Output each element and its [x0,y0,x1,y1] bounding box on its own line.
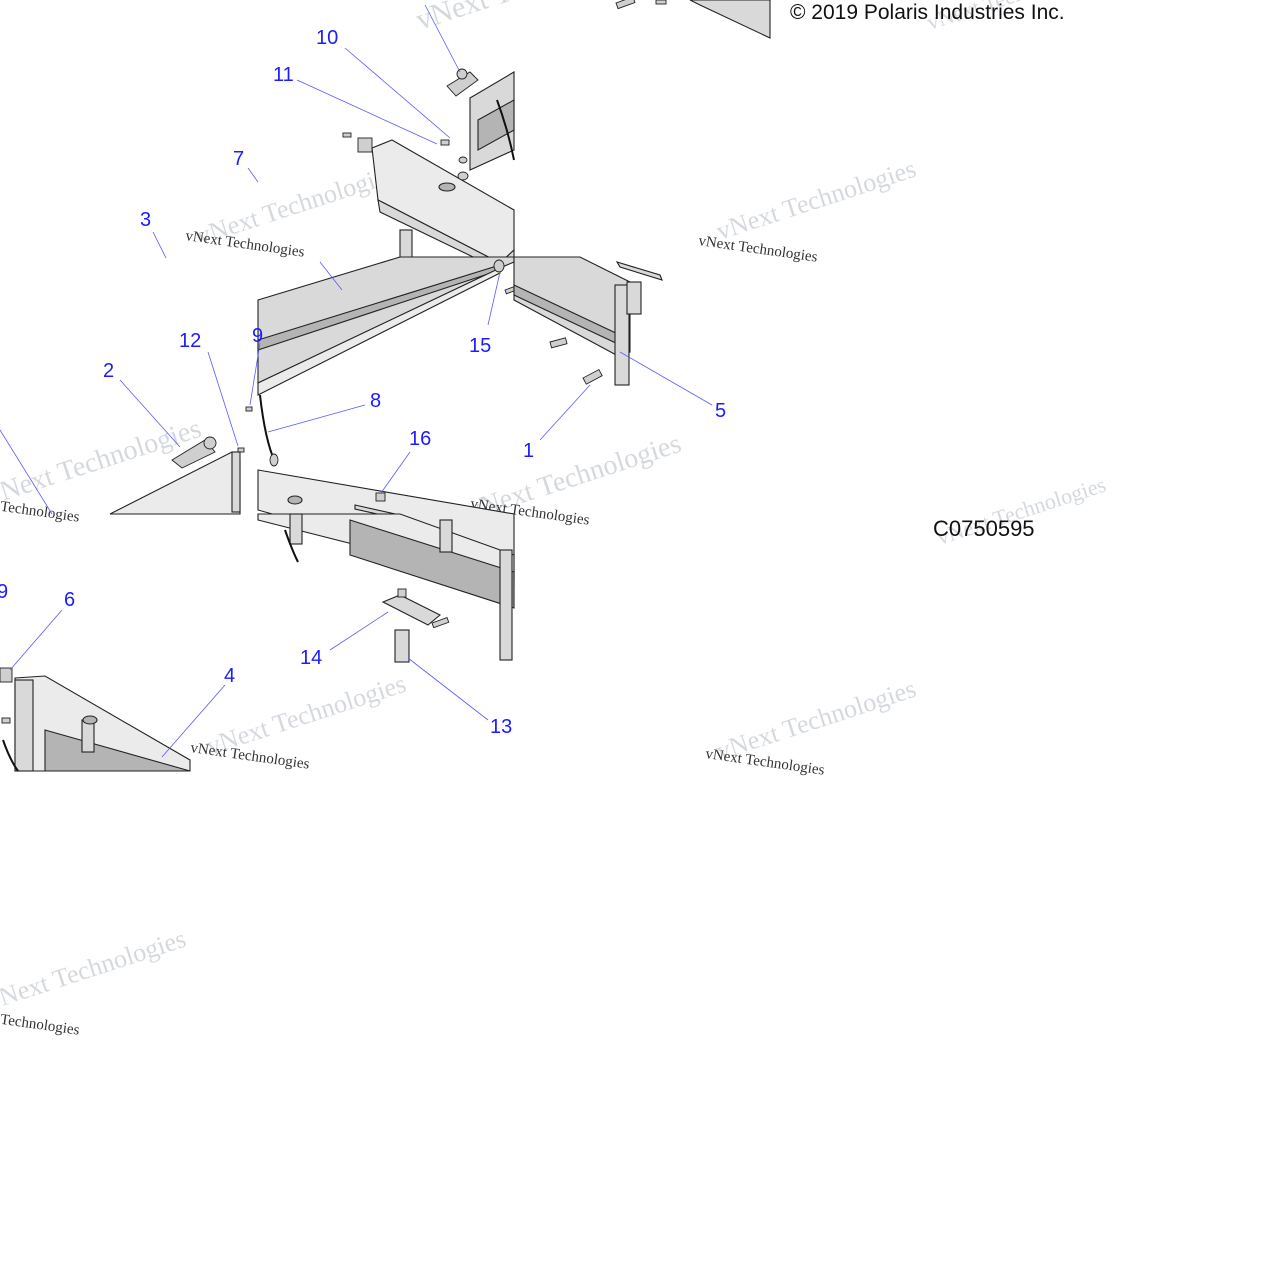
bolt-9a [245,406,253,412]
post-lower-left [14,679,34,772]
copyright-notice: © 2019 Polaris Industries Inc. [790,1,1065,24]
callout-10: 10 [316,27,338,49]
callouts: 10 11 7 3 15 12 9 2 8 5 16 1 9 6 14 4 13 [0,27,726,738]
bracket-14 [381,594,441,626]
callout-9-lower: 9 [0,581,8,603]
callout-16: 16 [409,428,431,450]
gate-left-post [231,451,241,513]
bolt-16 [375,492,386,502]
bolt-right-a [549,337,568,349]
cable-8 [259,394,276,463]
bolt-14 [397,588,407,598]
washer-top-b [458,156,468,164]
watermark: vNext Technologies [0,924,190,1016]
bracket-6 [0,667,13,683]
watermark-label: vNext Technologies [697,233,818,266]
washer-15 [493,259,505,273]
rail-hole [438,182,456,192]
front-rail-hole [287,495,303,505]
watermark: vNext Technologies [412,0,650,37]
bolt-12 [237,447,245,453]
strip-right [615,261,663,281]
rail-hole-lower [82,715,98,725]
post-13 [394,629,410,663]
cable-end [269,453,279,467]
washer-top [457,171,469,181]
callout-1: 1 [523,440,534,462]
callout-5: 5 [715,400,726,422]
callout-13: 13 [490,716,512,738]
bracket-right [626,281,642,315]
drawing-code: C0750595 [933,516,1035,541]
panel-top-right [689,0,771,39]
post-front-b [439,519,453,553]
cable-lower [284,529,299,563]
front-rail-lower-band [349,519,515,609]
callout-3: 3 [140,209,151,231]
bolt-top-a [342,132,352,138]
post-right [614,284,630,386]
callout-9: 9 [252,325,263,347]
latch-left [171,436,217,469]
post-front-a [289,513,303,545]
watermark: vNext Technologies [713,154,920,246]
post-top-left [399,229,413,259]
post-lower-mid [81,719,95,753]
latch-top [446,68,479,97]
callout-4: 4 [224,665,235,687]
callout-6: 6 [64,589,75,611]
callout-11: 11 [273,64,294,86]
callout-15: 15 [469,335,491,357]
bolt-lower-a [1,717,11,724]
callout-7: 7 [233,148,244,170]
leader-lines [0,4,713,758]
bolt-1 [582,368,603,385]
callout-8: 8 [370,390,381,412]
rear-gate-cable [496,99,515,161]
callout-2: 2 [103,360,114,382]
cable-lower-left [2,739,19,772]
callout-14: 14 [300,647,322,669]
rear-gate-upper-band [477,99,515,151]
callout-12: 12 [179,330,201,352]
rear-gate-lower-band [44,729,191,772]
post-front-c [499,549,513,661]
bolt-14b [431,616,450,629]
bolt-small-top [615,0,667,10]
watermark-label: vNext Technologies [0,1006,81,1039]
bracket-top [357,137,373,153]
parts [0,0,771,772]
bolt-top-b [440,139,450,146]
